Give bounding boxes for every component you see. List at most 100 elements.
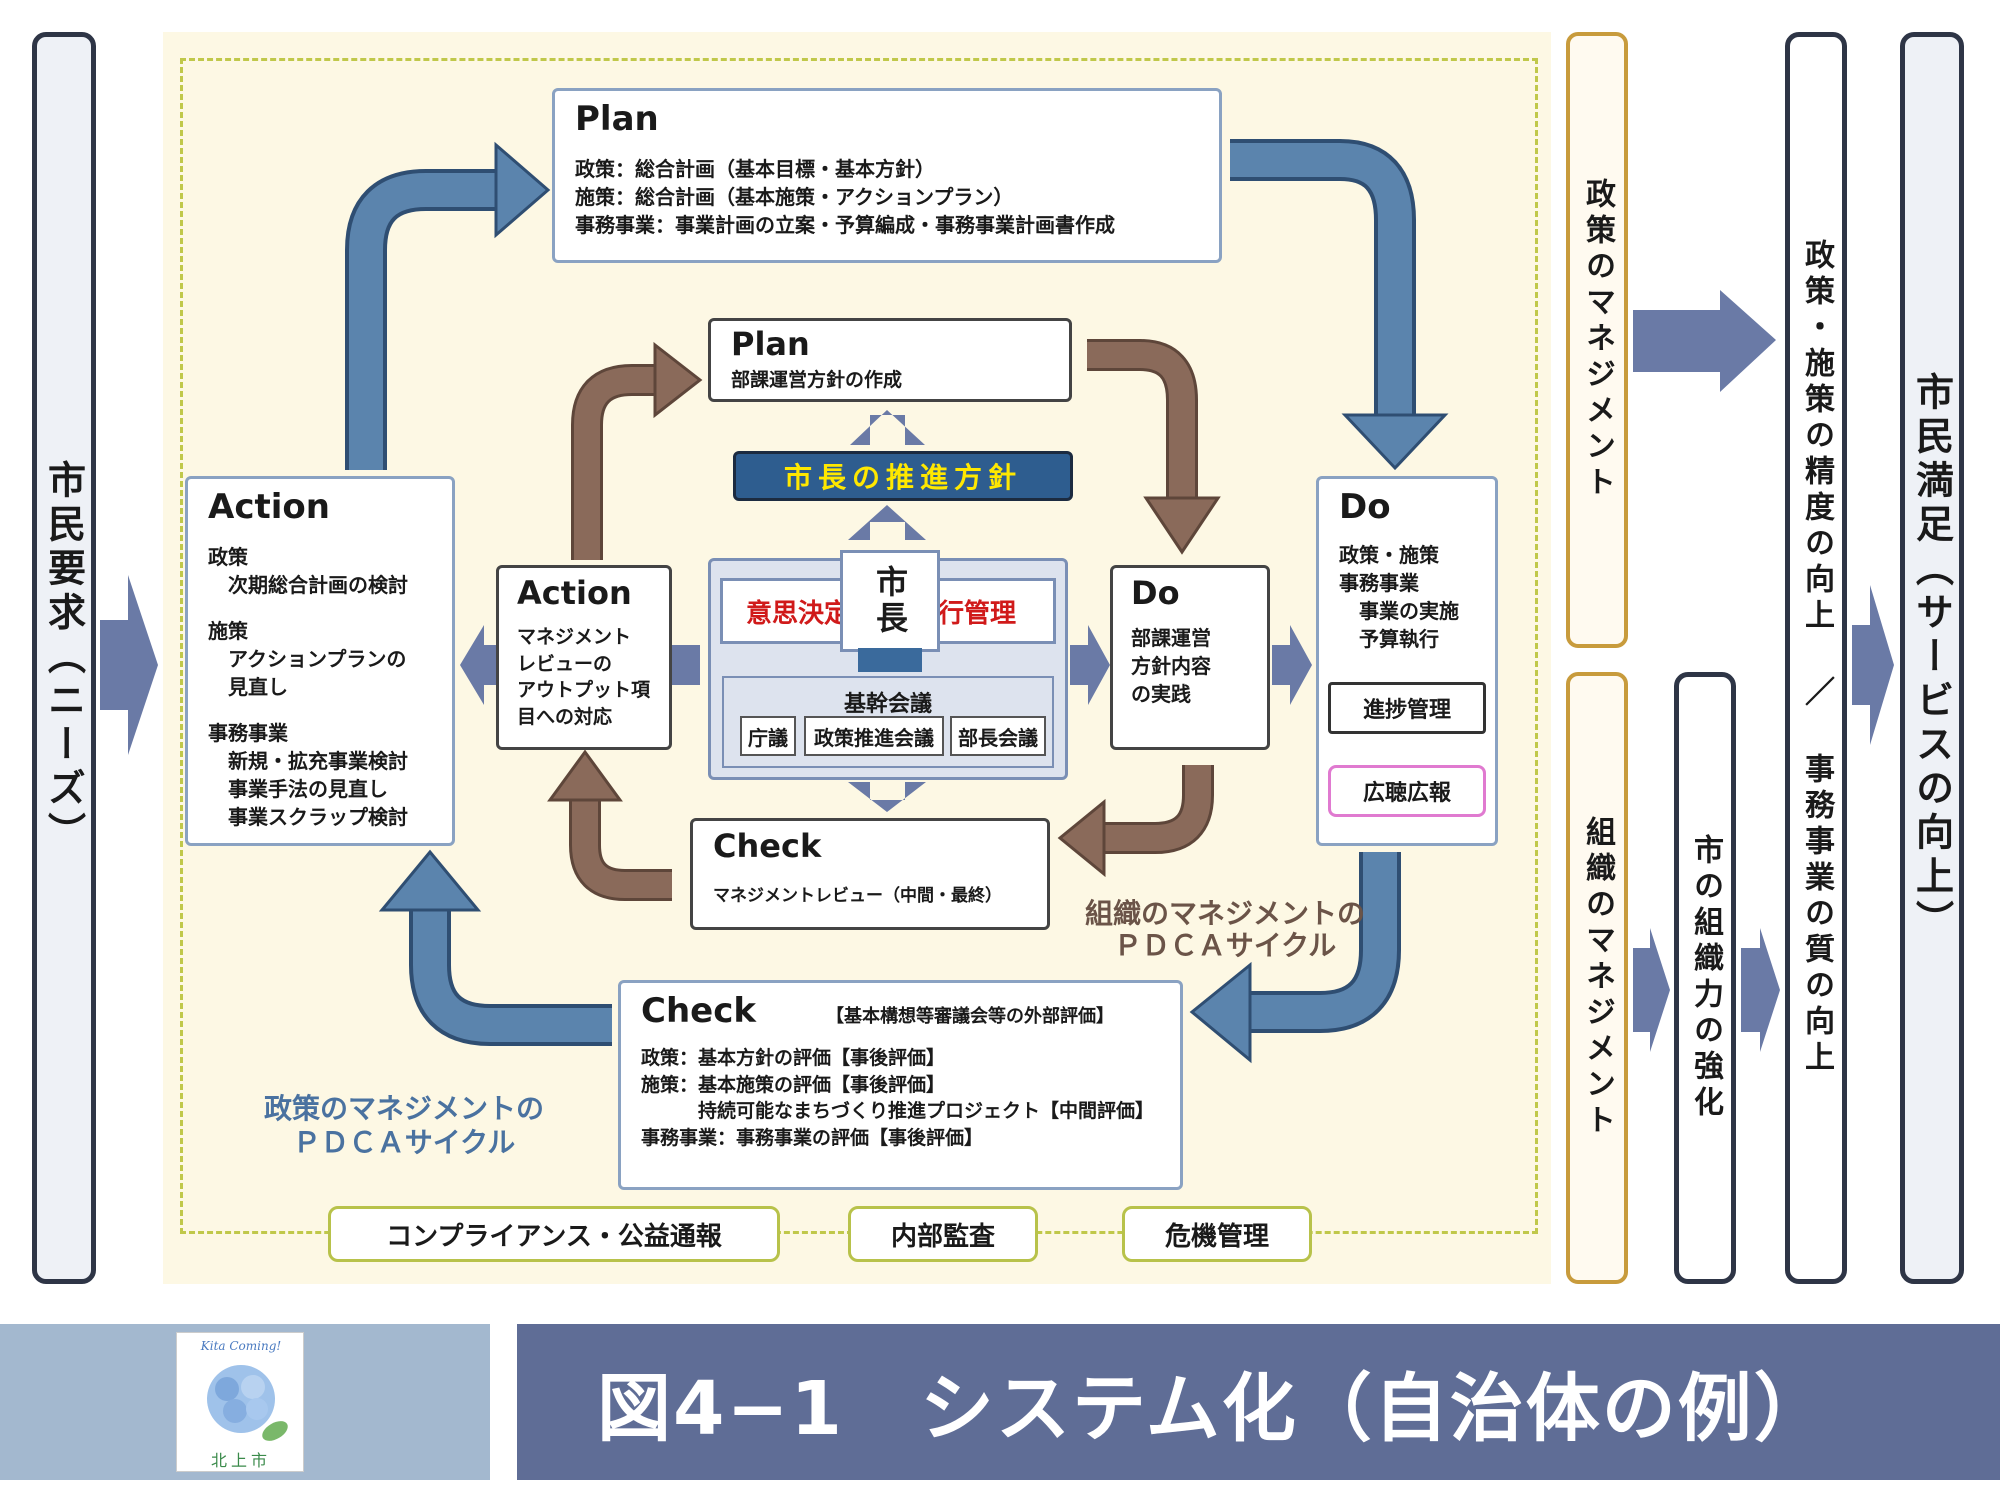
inner-do-lines: 部課運営 方針内容 の実践: [1131, 624, 1249, 708]
inner-action-line: マネジメント: [517, 626, 632, 648]
inner-check-title: Check: [713, 827, 822, 865]
outer-action-line: 政策: [208, 545, 248, 569]
progress-management-label: 進捗管理: [1362, 698, 1451, 723]
outer-plan-box: Plan 政策：総合計画（基本目標・基本方針） 施策：総合計画（基本施策・アクシ…: [552, 88, 1222, 263]
inner-do-line: 部課運営: [1131, 626, 1211, 650]
outer-do-line: 事務事業: [1339, 571, 1419, 595]
outer-check-line: 持続可能なまちづくり推進プロジェクト【中間評価】: [641, 1100, 1155, 1123]
inner-action-line: レビューの: [517, 652, 613, 675]
inner-action-box: Action マネジメント レビューの アウトプット項 目への対応: [496, 565, 672, 750]
arrow-inner-do-to-outer-do: [1272, 625, 1312, 705]
org-cycle-label-line: 組織のマネジメントの: [1084, 897, 1365, 930]
outer-plan-line: 政策：総合計画（基本目標・基本方針）: [575, 157, 935, 181]
internal-audit-label: 内部監査: [890, 1221, 995, 1252]
outer-action-line: 施策: [208, 619, 248, 643]
organization-strength-box: 市の組織力の強化: [1674, 672, 1736, 1284]
mayor-policy-label: 市長の推進方針: [783, 461, 1022, 494]
crisis-management-chip: 危機管理: [1122, 1206, 1312, 1262]
outer-plan-lines: 政策：総合計画（基本目標・基本方針） 施策：総合計画（基本施策・アクションプラン…: [575, 155, 1199, 239]
logo-city-name: 北上市: [210, 1451, 271, 1470]
outer-check-title: Check: [641, 991, 756, 1031]
public-relations-box: 広聴広報: [1328, 765, 1486, 817]
outer-do-line: 事業の実施: [1339, 599, 1459, 623]
internal-audit-chip: 内部監査: [848, 1206, 1038, 1262]
outer-do-line: 政策・施策: [1339, 543, 1439, 567]
city-logo: Kita Coming! 北上市: [176, 1332, 304, 1472]
mayor-label: 市長: [871, 565, 909, 637]
decision-label: 意思決定: [746, 599, 851, 629]
policy-management-box: 政策のマネジメント: [1566, 32, 1628, 648]
outer-action-title: Action: [208, 487, 330, 527]
arrow-inner-action-to-outer-action: [460, 625, 497, 705]
meeting-box-cabinet: 庁議: [740, 716, 796, 756]
inner-action-title: Action: [517, 574, 632, 612]
inner-action-line: アウトプット項: [517, 679, 651, 702]
inner-plan-box: Plan 部課運営方針の作成: [708, 318, 1072, 402]
citizen-demand-pillar: 市民要求（ニーズ）: [32, 32, 96, 1284]
organization-management-label: 組織のマネジメント: [1580, 816, 1615, 1140]
outer-arrow-plan-to-do: [1230, 139, 1416, 420]
meeting-label: 庁議: [748, 725, 788, 750]
arrow-center-to-inner-check: [848, 782, 926, 812]
meeting-label: 部長会議: [958, 725, 1038, 750]
outer-check-box: Check 【基本構想等審議会等の外部評価】 政策：基本方針の評価【事後評価】 …: [618, 980, 1183, 1190]
outer-plan-line: 施策：総合計画（基本施策・アクションプラン）: [575, 185, 1014, 209]
hydrangea-icon: [207, 1365, 288, 1441]
outer-check-note: 【基本構想等審議会等の外部評価】: [825, 1006, 1114, 1027]
flow-arrow-policy-quality: [1633, 290, 1776, 392]
flow-arrow-org-quality: [1741, 928, 1780, 1052]
council-label: 基幹会議: [843, 692, 932, 717]
outer-action-line: 事業手法の見直し: [208, 777, 388, 801]
policy-management-label: 政策のマネジメント: [1580, 178, 1615, 502]
inner-do-title: Do: [1131, 574, 1180, 612]
mayor-policy-banner: 市長の推進方針: [733, 451, 1073, 501]
mayor-box: 市長: [840, 550, 940, 652]
inner-action-lines: マネジメント レビューの アウトプット項 目への対応: [517, 624, 651, 730]
inner-do-box: Do 部課運営 方針内容 の実践: [1110, 565, 1270, 750]
outer-arrow-action-to-plan: [345, 169, 500, 470]
org-cycle-label: 組織のマネジメントの ＰＤＣＡサイクル: [1060, 897, 1390, 963]
outer-do-title: Do: [1339, 487, 1391, 527]
compliance-chip: コンプライアンス・公益通報: [328, 1206, 780, 1262]
meeting-label: 政策推進会議: [814, 725, 934, 750]
outer-action-line: 新規・拡充事業検討: [208, 749, 408, 773]
outer-action-line: 次期総合計画の検討: [208, 573, 408, 597]
outer-action-lines: 政策 次期総合計画の検討 施策 アクションプランの 見直し 事務事業 新規・拡充…: [208, 543, 432, 831]
arrow-center-to-policy: [848, 505, 926, 540]
public-relations-label: 広聴広報: [1362, 781, 1451, 806]
meeting-box-directors: 部長会議: [950, 716, 1046, 756]
citizen-satisfaction-pillar: 市民満足（サービスの向上）: [1900, 32, 1964, 1284]
outer-action-line: 事業スクラップ検討: [208, 805, 408, 829]
outer-check-line: 事務事業：事務事業の評価【事後評価】: [641, 1126, 984, 1149]
citizen-satisfaction-label: 市民満足（サービスの向上）: [1909, 372, 1954, 944]
outer-action-line: アクションプランの: [208, 647, 407, 671]
inner-plan-text: 部課運営方針の作成: [731, 369, 903, 391]
crisis-management-label: 危機管理: [1164, 1221, 1269, 1252]
inner-plan-title: Plan: [731, 325, 810, 363]
flow-arrow-org-strength: [1633, 928, 1670, 1052]
flow-arrow-satisfaction: [1852, 585, 1894, 745]
organization-management-box: 組織のマネジメント: [1566, 672, 1628, 1284]
outer-check-lines: 政策：基本方針の評価【事後評価】 施策：基本施策の評価【事後評価】 持続可能なま…: [641, 1045, 1160, 1151]
outer-action-line: 見直し: [208, 675, 288, 699]
outer-plan-title: Plan: [575, 99, 659, 139]
progress-management-box: 進捗管理: [1328, 682, 1486, 734]
outer-do-line: 予算執行: [1339, 627, 1439, 651]
arrow-center-to-inner-do: [1070, 625, 1110, 705]
policy-cycle-label-line: ＰＤＣＡサイクル: [292, 1125, 516, 1159]
logo-script-text: Kita Coming!: [200, 1339, 282, 1353]
inner-check-text: マネジメントレビュー（中間・最終）: [713, 886, 1002, 906]
quality-improvement-label: 政策・施策の精度の向上 ／ 事務事業の質の向上: [1799, 239, 1834, 1077]
outer-check-line: 政策：基本方針の評価【事後評価】: [641, 1047, 946, 1069]
outer-plan-line: 事務事業：事業計画の立案・予算編成・事務事業計画書作成: [575, 213, 1115, 237]
outer-action-line: [208, 701, 432, 719]
policy-cycle-label-line: 政策のマネジメントの: [263, 1092, 544, 1125]
figure-title: 図4−1 システム化（自治体の例）: [597, 1365, 1830, 1452]
outer-do-lines: 政策・施策 事務事業 事業の実施 予算執行: [1339, 541, 1475, 653]
inner-action-line: 目への対応: [517, 705, 613, 728]
quality-improvement-pillar: 政策・施策の精度の向上 ／ 事務事業の質の向上: [1785, 32, 1847, 1284]
inner-check-box: Check マネジメントレビュー（中間・最終）: [690, 818, 1050, 930]
org-cycle-label-line: ＰＤＣＡサイクル: [1113, 929, 1337, 963]
arrow-policy-to-inner-plan: [850, 410, 925, 445]
